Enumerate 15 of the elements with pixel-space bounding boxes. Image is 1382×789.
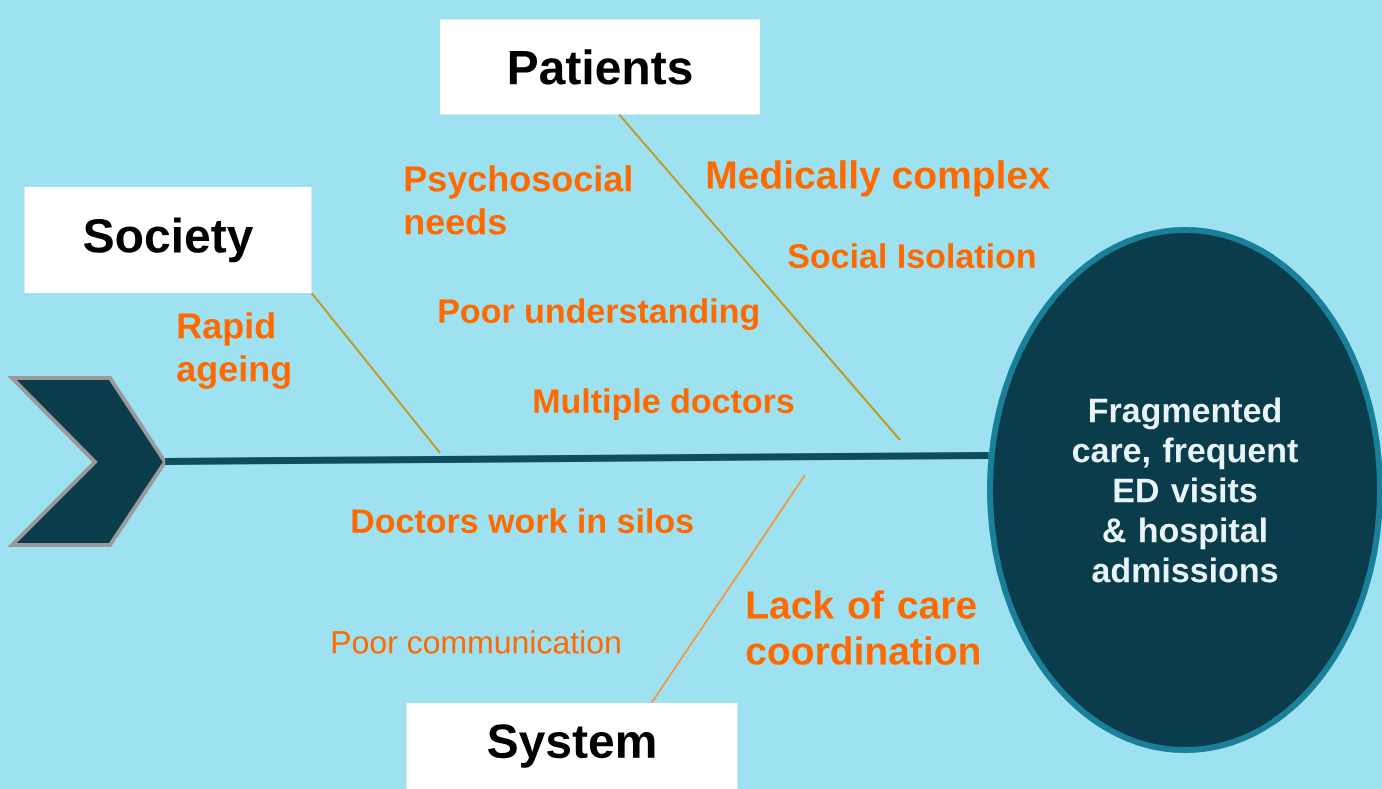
bone-line [310,292,441,454]
bone-line [618,113,901,441]
category-box: Patients [440,19,760,115]
bone-line [650,474,806,704]
cause-label: Multiple doctors [534,388,794,420]
cause-label: Lack of care coordination [746,590,979,665]
cause-label: Medically complex [707,160,1050,197]
cause-label: Doctors work in silos [352,508,693,534]
category-box: System [406,703,738,789]
cause-label: Rapid ageing [177,312,290,389]
cause-label: Poor communication [332,630,620,654]
category-box: Society [24,187,312,293]
chevron-shape [7,376,168,547]
cause-label: Poor understanding [439,298,758,330]
cause-label: Psychosocial needs [405,165,631,235]
